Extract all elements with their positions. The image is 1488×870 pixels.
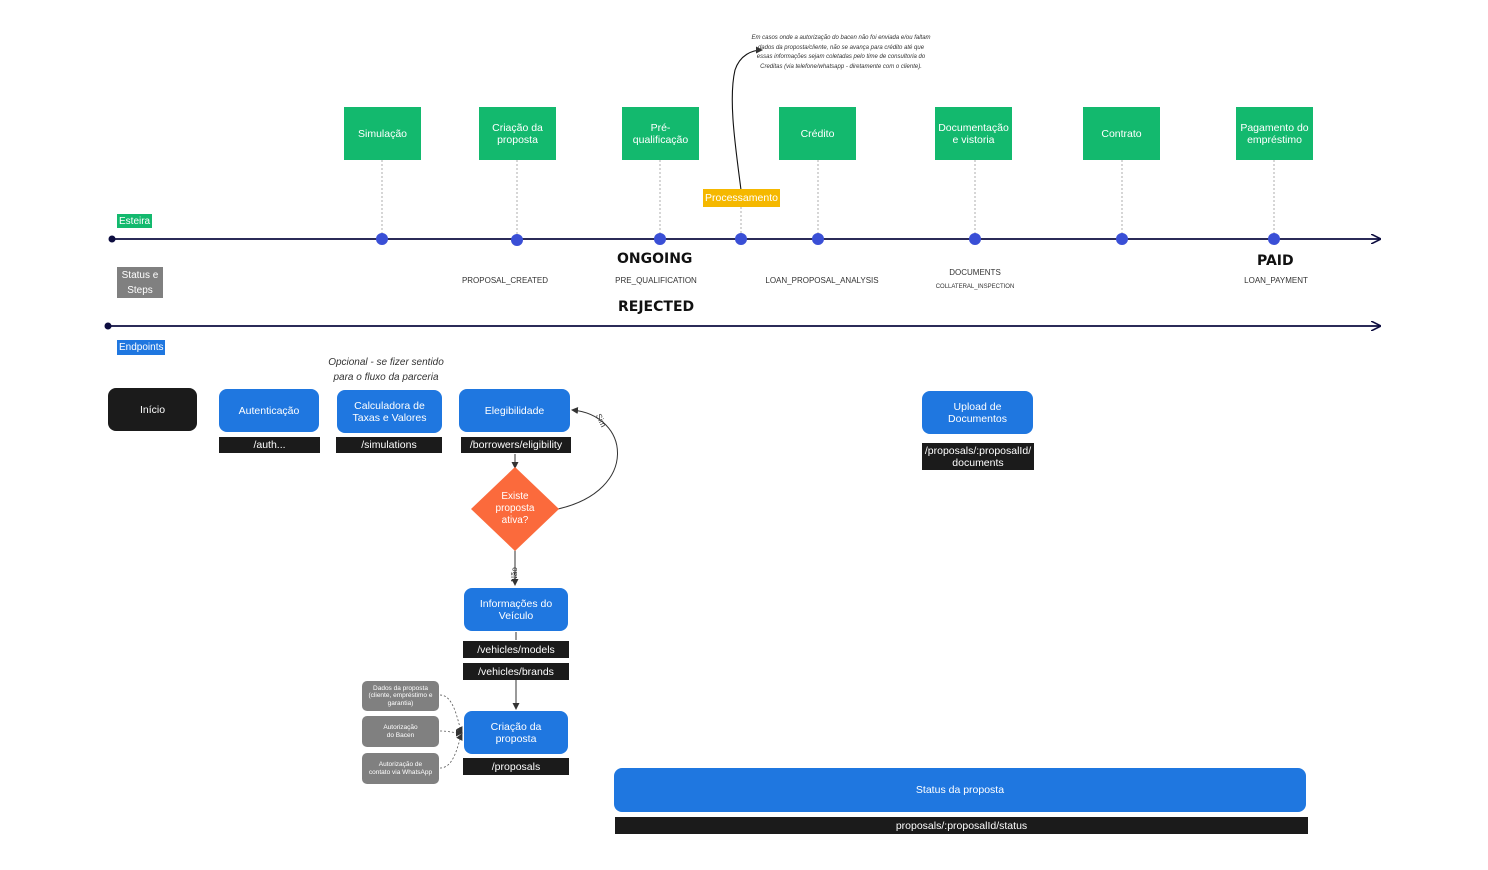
- models-endpoint: /vehicles/models: [463, 641, 569, 658]
- optional-note: Opcional - se fizer sentido para o fluxo…: [328, 357, 444, 383]
- timeline-start-dot: [108, 235, 116, 243]
- step-documents: DOCUMENTS: [949, 268, 1001, 277]
- documents-endpoint: /proposals/:proposalId/ documents: [922, 443, 1034, 470]
- elegibilidade-node[interactable]: Elegibilidade: [459, 389, 570, 432]
- status-paid: PAID: [1257, 253, 1294, 269]
- processing-tag: Processamento: [703, 189, 780, 207]
- stage-criacao-proposta[interactable]: Criação da proposta: [479, 107, 556, 160]
- brands-endpoint: /vehicles/brands: [463, 663, 569, 680]
- lane-status-steps: Status e Steps: [117, 267, 163, 298]
- simulations-endpoint: /simulations: [336, 437, 442, 453]
- stage-contrato[interactable]: Contrato: [1083, 107, 1160, 160]
- stage-pre-qualificacao[interactable]: Pré- qualificação: [622, 107, 699, 160]
- status-timeline-start-dot: [104, 322, 112, 330]
- timeline-dots: [376, 233, 1280, 246]
- eligibility-endpoint: /borrowers/eligibility: [461, 437, 571, 453]
- dados-proposta-box: Dados da proposta (cliente, empréstimo e…: [362, 681, 439, 711]
- lane-esteira: Esteira: [117, 214, 153, 228]
- input-connectors: [439, 694, 463, 769]
- proposals-endpoint: /proposals: [463, 758, 569, 775]
- status-ongoing: ONGOING: [617, 251, 693, 267]
- step-loan-proposal-analysis: LOAN_PROPOSAL_ANALYSIS: [765, 276, 879, 285]
- auth-endpoint: /auth...: [219, 437, 320, 453]
- step-proposal-created: PROPOSAL_CREATED: [461, 276, 549, 285]
- calculadora-node[interactable]: Calculadora de Taxas e Valores: [337, 390, 442, 433]
- stage-credito[interactable]: Crédito: [779, 107, 856, 160]
- upload-documentos-node[interactable]: Upload de Documentos: [922, 391, 1033, 434]
- stage-documentacao-vistoria[interactable]: Documentação e vistoria: [935, 107, 1012, 160]
- annotation-note: Em casos onde a autorização do bacen não…: [751, 35, 931, 70]
- lane-endpoints: Endpoints: [117, 340, 166, 355]
- stage-pagamento-emprestimo[interactable]: Pagamento do empréstimo: [1236, 107, 1313, 160]
- autorizacao-bacen-box: Autorização do Bacen: [362, 716, 439, 747]
- autorizacao-whatsapp-box: Autorização de contato via WhatsApp: [362, 753, 439, 784]
- flow-arrows: [511, 407, 618, 710]
- note-connector: [731, 46, 763, 191]
- autenticacao-node[interactable]: Autenticação: [219, 389, 319, 432]
- inicio-node[interactable]: Início: [108, 388, 197, 431]
- criacao-proposta-node[interactable]: Criação da proposta: [464, 711, 568, 754]
- stage-simulacao[interactable]: Simulação: [344, 107, 421, 160]
- status-proposta-node[interactable]: Status da proposta: [614, 768, 1306, 812]
- step-pre-qualification: PRE_QUALIFICATION: [615, 276, 697, 285]
- status-endpoint: proposals/:proposalId/status: [615, 817, 1308, 834]
- step-collateral-inspection: COLLATERAL_INSPECTION: [935, 284, 1015, 290]
- decision-label: Existe proposta ativa?: [495, 491, 535, 526]
- stage-connectors: [381, 160, 1275, 234]
- nao-label: Não: [509, 567, 519, 582]
- decision-diamond[interactable]: [471, 467, 559, 551]
- status-rejected: REJECTED: [618, 299, 695, 315]
- veiculo-node[interactable]: Informações do Veículo: [464, 588, 568, 631]
- step-loan-payment: LOAN_PAYMENT: [1244, 276, 1308, 285]
